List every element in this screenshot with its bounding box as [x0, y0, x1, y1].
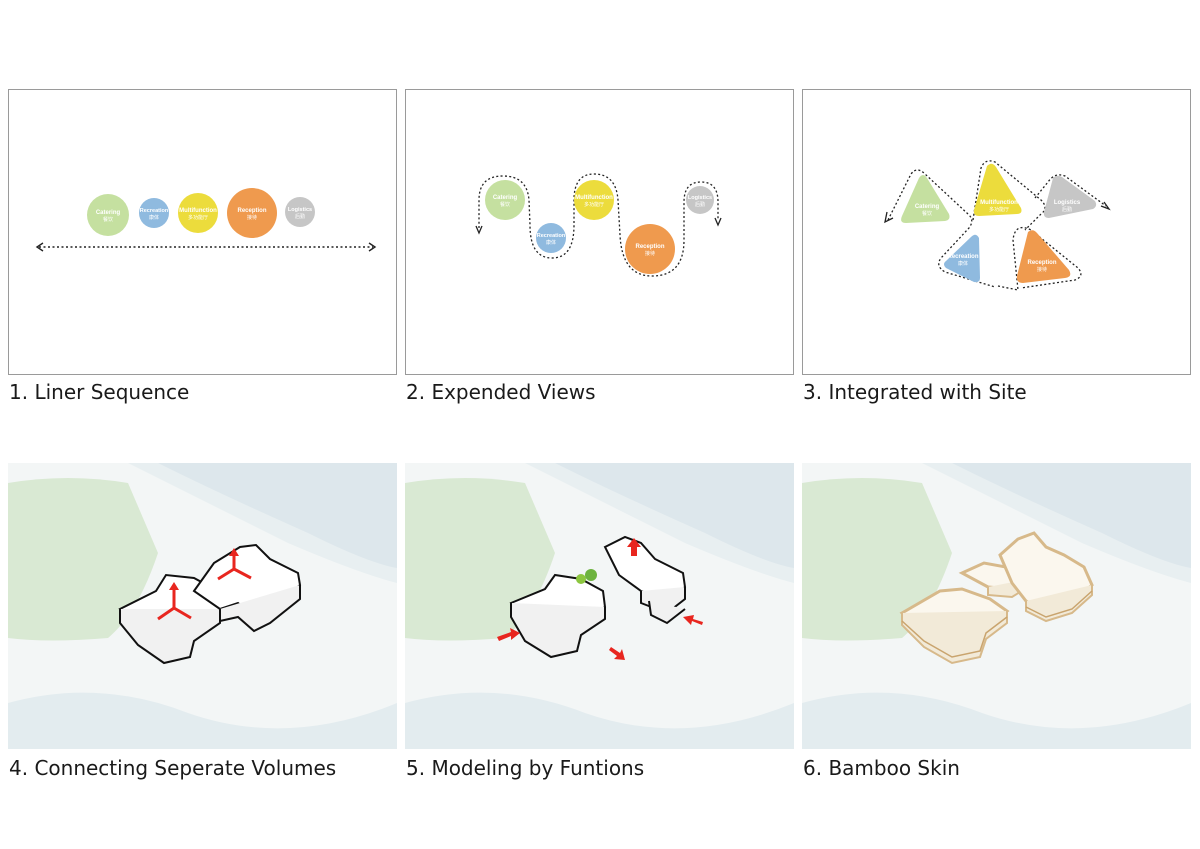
triangle-logistics: Logistics 后勤	[1043, 175, 1097, 218]
panel-connecting-volumes	[8, 463, 397, 749]
green-courtyard-icon	[576, 569, 597, 584]
svg-text:多功能厅: 多功能厅	[188, 214, 208, 221]
arrowhead-left-icon	[884, 211, 894, 224]
triangle-catering: Catering 餐饮	[901, 175, 950, 223]
svg-text:Recreation: Recreation	[947, 254, 978, 260]
bubble-recreation: Recreation 康体	[139, 198, 169, 228]
liner-sequence-diagram: Catering 餐饮 Recreation 康体 Multifunction …	[35, 188, 377, 252]
site-render-bamboo-skin	[802, 463, 1191, 749]
svg-text:接待: 接待	[247, 214, 257, 221]
svg-text:Reception: Reception	[237, 208, 266, 214]
caption-integrated-with-site: 3. Integrated with Site	[803, 380, 1027, 404]
site-render-modeling	[405, 463, 794, 749]
triangle-recreation: Recreation 康体	[944, 234, 980, 283]
svg-text:多功能厅: 多功能厅	[989, 206, 1009, 213]
triangle-multifunction: Multifunction 多功能厅	[973, 163, 1022, 216]
svg-text:Logistics: Logistics	[688, 195, 712, 201]
red-arrows-icon	[497, 538, 703, 660]
svg-text:后勤: 后勤	[1062, 206, 1072, 213]
snake-dashed-path	[478, 173, 719, 277]
svg-text:Reception: Reception	[1027, 260, 1056, 266]
svg-text:Reception: Reception	[635, 244, 664, 250]
connection-arrows-left-icon	[157, 582, 192, 621]
svg-text:Recreation: Recreation	[140, 208, 169, 214]
site-render-connecting	[8, 463, 397, 749]
caption-connecting-volumes: 4. Connecting Seperate Volumes	[9, 756, 337, 780]
svg-text:Multifunction: Multifunction	[980, 200, 1018, 206]
svg-text:餐饮: 餐饮	[103, 216, 113, 223]
triangle-dashed-path	[887, 160, 1107, 291]
bamboo-building-west	[899, 587, 1010, 665]
arrowhead-left-icon	[475, 225, 483, 235]
arrowhead-right-icon	[714, 217, 722, 227]
svg-text:多功能厅: 多功能厅	[584, 201, 604, 208]
panel-modeling-by-functions	[405, 463, 794, 749]
caption-liner-sequence: 1. Liner Sequence	[9, 380, 190, 404]
svg-text:接待: 接待	[645, 250, 655, 257]
bubble-catering: Catering 餐饮	[485, 180, 525, 220]
svg-text:Multifunction: Multifunction	[575, 195, 613, 201]
svg-text:Catering: Catering	[915, 204, 940, 210]
bubble-reception: Reception 接待	[625, 224, 675, 274]
svg-text:餐饮: 餐饮	[922, 210, 932, 217]
forest-area	[8, 478, 158, 641]
panel-bamboo-skin	[802, 463, 1191, 749]
caption-expended-views: 2. Expended Views	[406, 380, 596, 404]
svg-text:Logistics: Logistics	[288, 207, 312, 213]
expended-views-diagram: Catering 餐饮 Recreation 康体 Multifunction …	[475, 173, 722, 277]
bubble-multifunction: Multifunction 多功能厅	[574, 180, 614, 220]
svg-text:Recreation: Recreation	[537, 233, 566, 239]
arrowhead-right-icon	[1100, 201, 1111, 211]
caption-modeling-by-functions: 5. Modeling by Funtions	[406, 756, 645, 780]
bamboo-building-east	[998, 531, 1094, 623]
connection-arrows-right-icon	[217, 548, 252, 581]
svg-text:Catering: Catering	[96, 210, 121, 216]
svg-text:康体: 康体	[149, 214, 159, 221]
svg-text:康体: 康体	[546, 239, 556, 246]
svg-text:接待: 接待	[1037, 266, 1047, 273]
bubble-logistics: Logistics 后勤	[686, 186, 714, 214]
building-volume-right	[192, 543, 302, 633]
caption-bamboo-skin: 6. Bamboo Skin	[803, 756, 960, 780]
svg-text:Catering: Catering	[493, 195, 518, 201]
bubble-catering: Catering 餐饮	[87, 194, 129, 236]
triangle-reception: Reception 接待	[1016, 230, 1071, 283]
panel-integrated-with-site: Catering 餐饮 Multifunction 多功能厅 Logistics…	[802, 89, 1191, 375]
bubble-reception: Reception 接待	[227, 188, 277, 238]
svg-text:Multifunction: Multifunction	[179, 208, 217, 214]
bubble-logistics: Logistics 后勤	[285, 197, 315, 227]
svg-text:康体: 康体	[958, 260, 968, 267]
double-arrow-line	[35, 242, 377, 252]
integrated-site-diagram: Catering 餐饮 Multifunction 多功能厅 Logistics…	[884, 160, 1111, 291]
svg-text:Logistics: Logistics	[1054, 200, 1081, 206]
building-volume-west	[509, 573, 607, 659]
svg-text:后勤: 后勤	[295, 213, 305, 220]
svg-text:后勤: 后勤	[695, 201, 705, 208]
svg-text:餐饮: 餐饮	[500, 201, 510, 208]
panel-liner-sequence: Catering 餐饮 Recreation 康体 Multifunction …	[8, 89, 397, 375]
building-volume-east	[603, 535, 687, 625]
panel-expended-views: Catering 餐饮 Recreation 康体 Multifunction …	[405, 89, 794, 375]
forest-area	[802, 478, 952, 641]
bubble-recreation: Recreation 康体	[536, 223, 566, 253]
bubble-multifunction: Multifunction 多功能厅	[178, 193, 218, 233]
